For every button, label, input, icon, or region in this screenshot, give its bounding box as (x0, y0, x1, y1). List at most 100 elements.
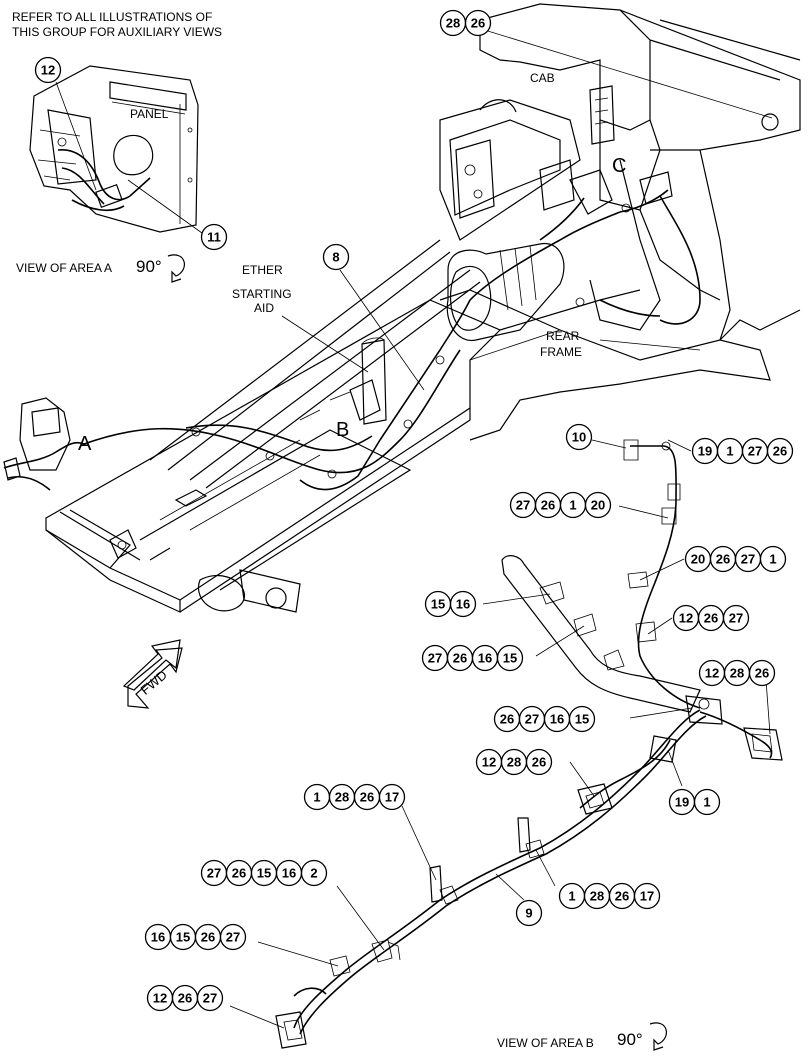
callout-circle (584, 491, 612, 519)
callout-number: 2 (310, 866, 317, 881)
callout-number: 28 (335, 790, 349, 805)
leader-12-26-27-bot (229, 1005, 285, 1029)
leader-27-26-16-15 (535, 625, 585, 657)
callout-28-26-top: 28 26 (439, 9, 492, 37)
callout-27-26-15-16-2: 27 26 15 16 2 (200, 859, 328, 887)
callout-10: 10 (565, 423, 593, 451)
callout-number: 1 (703, 795, 710, 810)
callout-circle (766, 437, 794, 465)
callout-number: 17 (640, 889, 654, 904)
fwd-arrow-icon (122, 639, 183, 709)
callout-number: 12 (482, 755, 496, 770)
view-area-a-angle: 90° (136, 257, 162, 276)
ether-label-line-1: ETHER (242, 263, 283, 277)
callout-circle (449, 590, 477, 618)
leader-12-28-26-mid (569, 761, 595, 797)
callout-number: 1 (569, 498, 576, 513)
callout-number: 28 (590, 889, 604, 904)
callout-number: 26 (471, 16, 485, 31)
callout-number: 15 (575, 712, 589, 727)
callout-circle (568, 705, 596, 733)
callout-number: 1 (568, 889, 575, 904)
callout-number: 15 (257, 866, 271, 881)
callout-number: 26 (500, 712, 514, 727)
leader-28-26-top (477, 27, 773, 119)
callout-number: 27 (741, 552, 755, 567)
callout-circle (464, 9, 492, 37)
callout-number: 27 (525, 712, 539, 727)
panel-label: PANEL (130, 107, 169, 121)
callout-number: 26 (453, 651, 467, 666)
callout-number: 27 (516, 498, 530, 513)
callout-number: 28 (507, 755, 521, 770)
callout-number: 16 (550, 712, 564, 727)
callout-8: 8 (322, 243, 350, 271)
leader-27-26-1-20 (618, 505, 669, 519)
ether-label-line-2: STARTING (232, 287, 292, 301)
leader-ether (281, 315, 369, 373)
leader-10 (591, 439, 627, 449)
callout-number: 26 (201, 930, 215, 945)
leader-12-view-a (55, 81, 97, 191)
leader-9 (495, 873, 525, 901)
callout-number: 16 (456, 597, 470, 612)
view-area-a-label: VIEW OF AREA A (16, 261, 112, 275)
leader-20-26-27-1 (639, 558, 685, 581)
callout-circle (565, 423, 593, 451)
leader-15-16 (482, 593, 551, 605)
callout-circle (322, 243, 350, 271)
callout-number: 1 (313, 790, 320, 805)
callout-number: 12 (153, 991, 167, 1006)
callout-number: 28 (446, 16, 460, 31)
leader-8 (339, 269, 425, 391)
callout-number: 12 (679, 611, 693, 626)
callout-number: 16 (282, 866, 296, 881)
leader-19-1 (667, 749, 683, 787)
view-area-b-illustration (275, 439, 783, 1049)
callout-number: 26 (541, 498, 555, 513)
callout-circle (515, 899, 543, 927)
callout-number: 28 (730, 666, 744, 681)
callout-number: 17 (385, 790, 399, 805)
callout-19-1: 19 1 (668, 788, 721, 816)
callout-circle (34, 56, 62, 84)
view-area-b-label: VIEW OF AREA B (497, 1036, 594, 1050)
callout-circle (219, 923, 247, 951)
callout-circle (759, 545, 787, 573)
ether-label-line-3: AID (254, 301, 274, 315)
rotate-arrow-icon-a (167, 254, 185, 283)
callout-circle (693, 788, 721, 816)
view-area-a-illustration (29, 65, 199, 233)
callout-number: 9 (525, 906, 532, 921)
callout-circle (748, 659, 776, 687)
callout-number: 19 (675, 795, 689, 810)
callout-12-view-a: 12 (34, 56, 62, 84)
callout-number: 26 (232, 866, 246, 881)
callout-number: 12 (41, 63, 55, 78)
callout-number: 26 (773, 444, 787, 459)
callout-circle (300, 859, 328, 887)
callout-number: 26 (615, 889, 629, 904)
fwd-label: FWD (138, 667, 170, 698)
area-a-label: A (78, 433, 92, 455)
callout-number: 26 (716, 552, 730, 567)
callout-number: 1 (726, 444, 733, 459)
callout-circle (378, 783, 406, 811)
callout-number: 26 (755, 666, 769, 681)
callout-number: 27 (729, 611, 743, 626)
area-c-label: C (612, 155, 626, 177)
callout-number: 19 (698, 444, 712, 459)
callout-number: 27 (207, 866, 221, 881)
leader-26-27-16-15 (629, 707, 693, 719)
callout-number: 15 (503, 651, 517, 666)
header-note-line-1: REFER TO ALL ILLUSTRATIONS OF (12, 10, 212, 24)
